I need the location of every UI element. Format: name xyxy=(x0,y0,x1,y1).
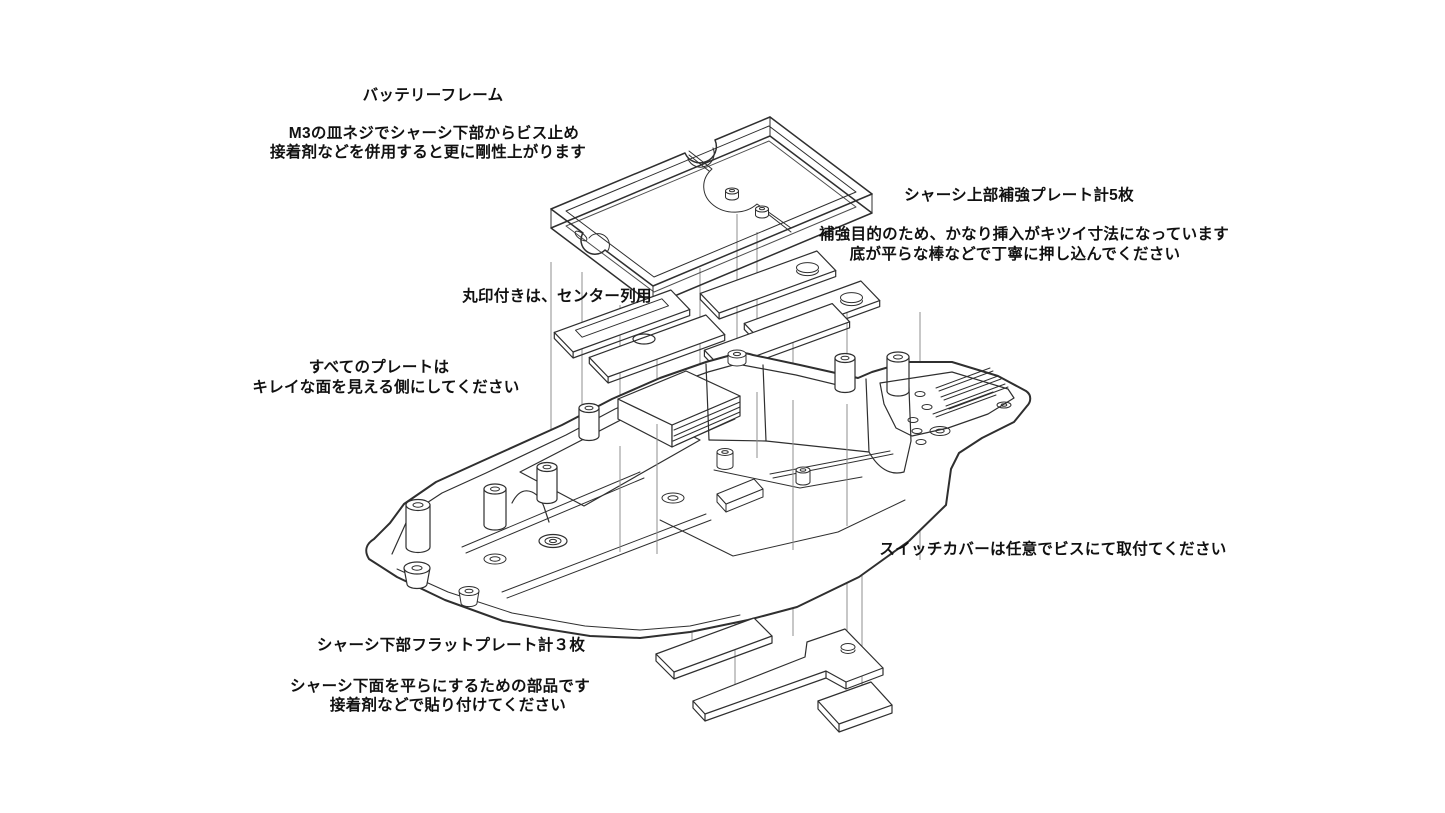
center-row-mark xyxy=(632,333,656,345)
screw xyxy=(725,187,739,201)
screw xyxy=(755,205,769,219)
main-chassis xyxy=(365,349,1032,639)
flat-plate-t-shape xyxy=(692,628,884,722)
battery-frame xyxy=(550,116,873,306)
chassis-clip-box xyxy=(716,478,764,513)
plate-with-hole xyxy=(699,250,837,320)
lower-plates-title: シャーシ下部フラットプレート計３枚 xyxy=(316,637,586,654)
flat-plate-small-rect xyxy=(817,681,893,733)
battery-frame-divider xyxy=(688,150,792,233)
lower-plates-note-line1: シャーシ下面を平らにするための部品です xyxy=(289,678,591,695)
plate-orientation-note-line2: キレイな面を見える側にしてください xyxy=(252,379,520,396)
upper-plates-title: シャーシ上部補強プレート計5枚 xyxy=(904,187,1134,204)
upper-plates-note-line2: 底が平らな棒などで丁寧に押し込んでください xyxy=(849,246,1181,263)
chassis-raised-block xyxy=(617,370,741,448)
upper-plates-note-line1: 補強目的のため、かなり挿入がキツイ寸法になっています xyxy=(818,226,1230,243)
flat-plate-rect xyxy=(655,617,773,680)
lower-plates-note-line2: 接着剤などで貼り付けてください xyxy=(329,697,567,714)
battery-frame-note-line2: 接着剤などを併用すると更に剛性上がります xyxy=(269,144,587,161)
rear-deck xyxy=(879,367,1015,445)
lower-flat-plates xyxy=(655,617,893,733)
plate-ridged xyxy=(553,289,691,359)
switch-cover-note: スイッチカバーは任意でビスにて取付てください xyxy=(879,541,1227,558)
chassis-posts xyxy=(405,349,910,554)
center-row-note: 丸印付きは、センター列用 xyxy=(462,288,652,305)
battery-frame-note-line1: M3の皿ネジでシャーシ下部からビス止め xyxy=(288,125,580,142)
chassis-bosses xyxy=(403,401,1012,608)
plate-orientation-note-line1: すべてのプレートは xyxy=(308,359,450,376)
plate-center-marked xyxy=(588,314,726,384)
battery-frame-title: バッテリーフレーム xyxy=(362,87,504,104)
alignment-guide-lines-over xyxy=(619,392,848,554)
upper-reinforcement-plates xyxy=(553,250,881,384)
